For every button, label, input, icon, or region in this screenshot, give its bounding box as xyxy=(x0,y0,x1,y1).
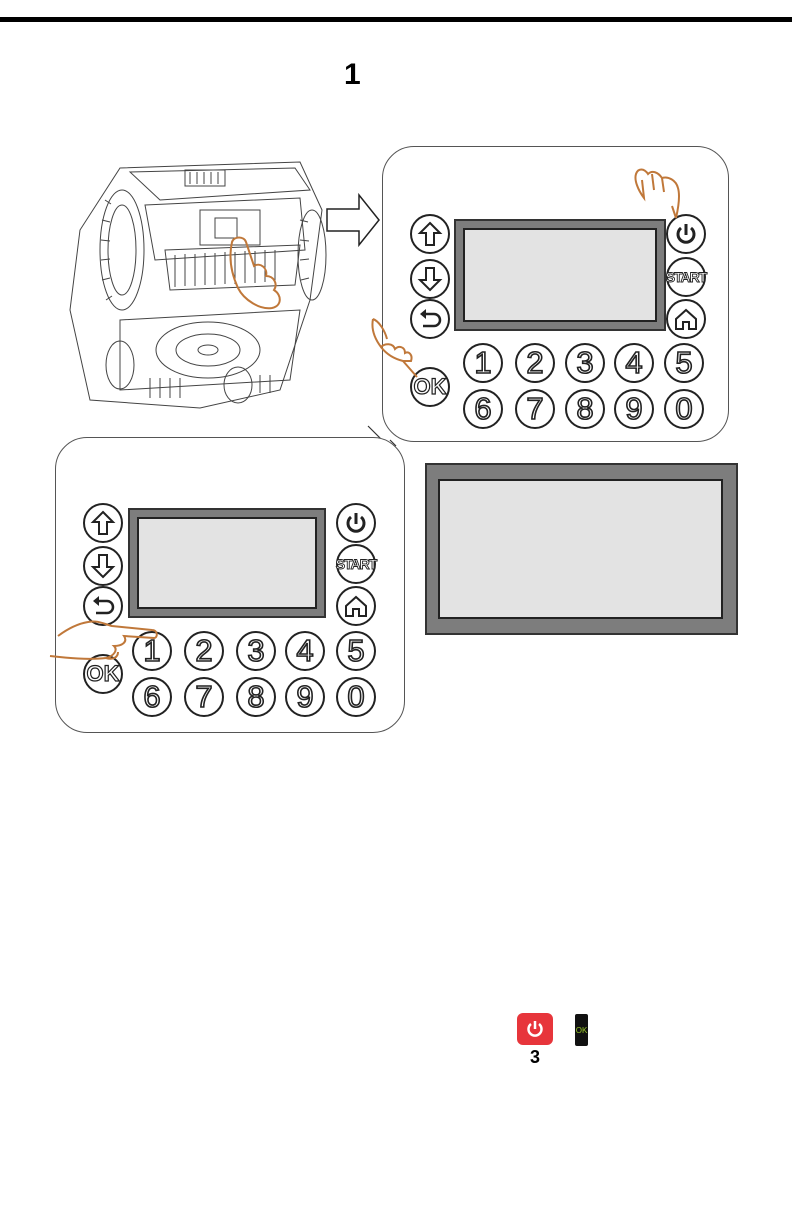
digit-key-5[interactable]: 5 xyxy=(664,343,704,383)
digit-key-0[interactable]: 0 xyxy=(664,389,704,429)
hand-pointer-icon xyxy=(48,618,158,664)
up-key[interactable] xyxy=(410,214,450,254)
digit-key-2[interactable]: 2 xyxy=(184,631,224,671)
digit-key-9[interactable]: 9 xyxy=(285,677,325,717)
up-key[interactable] xyxy=(83,503,123,543)
digit-key-4[interactable]: 4 xyxy=(285,631,325,671)
power-icon xyxy=(343,510,369,536)
power-button-icon xyxy=(517,1013,553,1045)
home-icon xyxy=(673,306,699,332)
display-screen xyxy=(454,219,666,331)
hand-pointer-icon xyxy=(632,150,688,220)
digit-key-6[interactable]: 6 xyxy=(132,677,172,717)
start-key[interactable]: START xyxy=(666,257,706,297)
top-rule xyxy=(0,17,792,22)
step-number: 1 xyxy=(344,60,361,90)
display-screen-face xyxy=(137,517,317,609)
home-key[interactable] xyxy=(336,586,376,626)
digit-key-7[interactable]: 7 xyxy=(515,389,555,429)
digit-key-2[interactable]: 2 xyxy=(515,343,555,383)
display-screen-face xyxy=(463,228,657,322)
arrow-down-icon xyxy=(417,266,443,292)
power-key[interactable] xyxy=(666,214,706,254)
large-display-screen xyxy=(425,463,738,635)
arrow-up-icon xyxy=(417,221,443,247)
power-key[interactable] xyxy=(336,503,376,543)
large-display-screen-face xyxy=(438,479,723,619)
digit-key-8[interactable]: 8 xyxy=(236,677,276,717)
home-icon xyxy=(343,593,369,619)
mower-underside-illustration xyxy=(60,150,330,412)
hand-pointer-icon xyxy=(365,315,425,383)
digit-key-4[interactable]: 4 xyxy=(614,343,654,383)
down-key[interactable] xyxy=(410,259,450,299)
down-key[interactable] xyxy=(83,546,123,586)
footer-step-number: 3 xyxy=(530,1047,540,1068)
ok-button-icon: OK xyxy=(575,1014,588,1046)
digit-key-0[interactable]: 0 xyxy=(336,677,376,717)
digit-key-3[interactable]: 3 xyxy=(565,343,605,383)
digit-key-9[interactable]: 9 xyxy=(614,389,654,429)
arrow-down-icon xyxy=(90,553,116,579)
digit-key-5[interactable]: 5 xyxy=(336,631,376,671)
power-icon xyxy=(673,221,699,247)
digit-key-6[interactable]: 6 xyxy=(463,389,503,429)
arrow-up-icon xyxy=(90,510,116,536)
keypad-panel-bottom: OK START 1 2 3 4 5 6 7 8 9 0 xyxy=(55,437,405,733)
start-key[interactable]: START xyxy=(336,544,376,584)
digit-key-7[interactable]: 7 xyxy=(184,677,224,717)
home-key[interactable] xyxy=(666,299,706,339)
display-screen xyxy=(128,508,326,618)
digit-key-8[interactable]: 8 xyxy=(565,389,605,429)
power-icon xyxy=(525,1019,545,1039)
arrow-right-icon xyxy=(325,193,381,247)
digit-key-1[interactable]: 1 xyxy=(463,343,503,383)
back-arrow-icon xyxy=(90,593,116,619)
digit-key-3[interactable]: 3 xyxy=(236,631,276,671)
